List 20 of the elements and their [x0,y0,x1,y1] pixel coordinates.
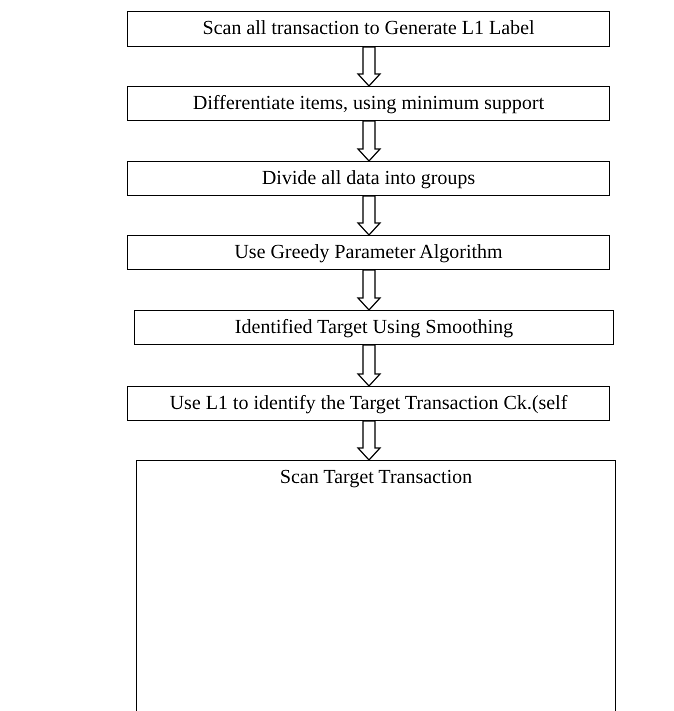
hollow-arrow [356,120,382,162]
hollow-arrow [356,46,382,87]
hollow-arrow [356,344,382,387]
step-text: Differentiate items, using minimum support [192,92,544,115]
hollow-arrow [356,420,382,461]
step-text: Use Greedy Parameter Algorithm [234,241,503,264]
hollow-arrow [356,269,382,311]
process-box [127,235,610,270]
process-box [136,460,616,711]
step-text: Scan Target Transaction [280,466,472,489]
process-box [127,161,610,196]
step-text: Use L1 to identify the Target Transaction Ck.(self [170,392,568,415]
process-box [127,11,610,47]
step-text: Divide all data into groups [262,167,476,190]
process-box [127,86,610,121]
step-text: Identified Target Using Smoothing [234,316,514,339]
hollow-arrow [356,195,382,236]
process-box [134,310,614,345]
step-text: Scan all transaction to Generate L1 Label [202,17,535,40]
process-box [127,386,610,421]
